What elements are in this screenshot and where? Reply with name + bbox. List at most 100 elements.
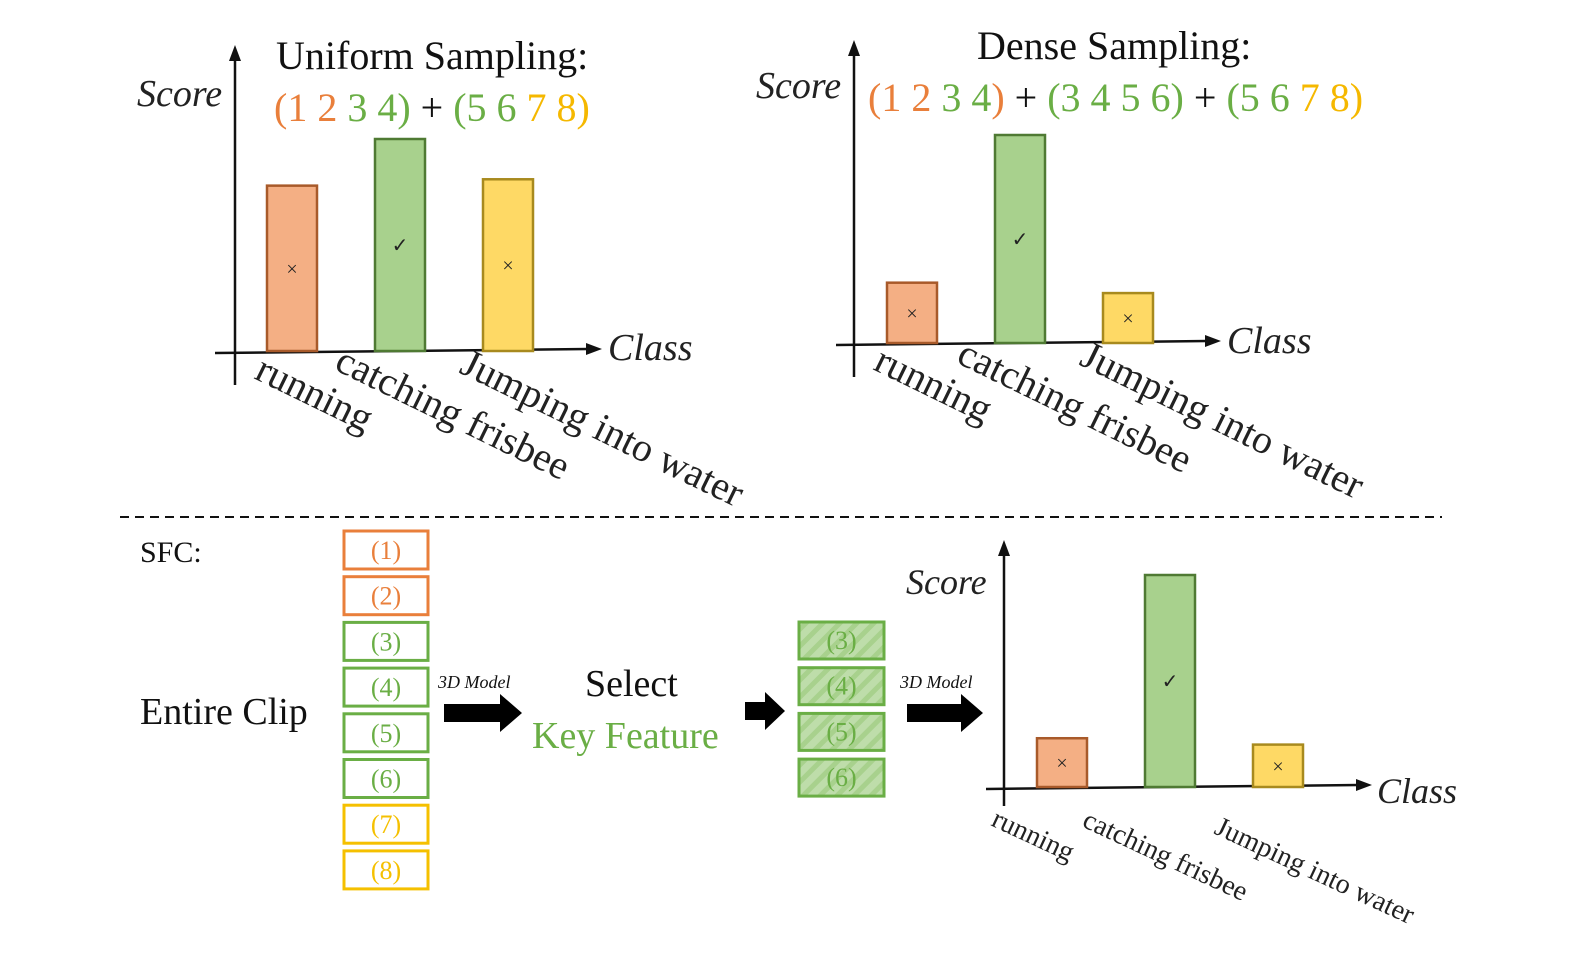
clip-box-label: (2): [371, 582, 401, 611]
check-mark: ✓: [392, 235, 409, 257]
plus-sign: +: [410, 85, 454, 130]
clip-box: [342, 620, 430, 662]
model-label-2: 3D Model: [900, 672, 973, 692]
clip-index: 4: [961, 75, 992, 120]
clip-box: [342, 712, 430, 754]
x-axis-label: Class: [608, 327, 692, 369]
plus-sign: +: [1004, 75, 1048, 120]
uniform-sequence: (1 2 3 4) + (5 6 7 8): [274, 84, 590, 131]
sfc-label: SFC:: [140, 536, 202, 569]
clip-index: 2: [901, 75, 932, 120]
clip-index: 8: [1319, 75, 1350, 120]
clip-box-label: (6): [371, 765, 401, 794]
arrow-to-select: [444, 694, 522, 732]
clip-index: 6: [486, 85, 517, 130]
clip-index: 6: [1259, 75, 1290, 120]
y-axis-arrow: [848, 40, 860, 56]
selected-feature-box: [797, 666, 886, 707]
clip-index: 3: [931, 75, 962, 120]
dense-sequence: (1 2 3 4) + (3 4 5 6) + (5 6 7 8): [868, 74, 1363, 121]
open-paren: (: [1047, 75, 1061, 120]
x-axis-arrow: [1356, 779, 1372, 791]
y-axis-arrow: [998, 540, 1010, 556]
clip-box: [342, 849, 430, 891]
close-paren: ): [991, 75, 1005, 120]
selected-feature-label: (6): [826, 763, 856, 792]
bar-catching-frisbee: [993, 133, 1047, 345]
clip-box-label: (1): [371, 536, 401, 565]
y-axis-label: Score: [906, 562, 987, 602]
clip-index: 7: [516, 85, 547, 130]
clip-box-label: (3): [371, 627, 401, 656]
clip-index: 5: [1239, 75, 1260, 120]
clip-box: [342, 529, 430, 571]
bar-jumping-into-water: [1251, 743, 1305, 789]
bar-running: [265, 184, 319, 353]
bar-jumping-into-water: [481, 178, 535, 353]
clip-box-label: (8): [371, 856, 401, 885]
close-paren: ): [1170, 75, 1184, 120]
arrow-to-features: [745, 692, 785, 730]
y-axis-label: Score: [137, 73, 222, 115]
clip-index: 5: [466, 85, 487, 130]
selected-feature-box: [797, 757, 886, 798]
clip-box: [342, 803, 430, 845]
x-axis-arrow: [1205, 335, 1221, 347]
cross-mark: ×: [1272, 756, 1283, 778]
category-label: Jumping into water: [1210, 811, 1420, 931]
cross-mark: ×: [286, 258, 297, 280]
x-axis-label: Class: [1377, 771, 1457, 811]
check-mark: ✓: [1012, 229, 1029, 251]
selected-feature-label: (5): [826, 717, 856, 746]
clip-index: 1: [881, 75, 902, 120]
cross-mark: ×: [906, 303, 917, 325]
close-paren: ): [1349, 75, 1364, 120]
clip-index: 1: [287, 85, 308, 130]
clip-index: 6: [1140, 75, 1171, 120]
selected-feature-box: [797, 711, 886, 752]
bar-catching-frisbee: [373, 137, 427, 353]
entire-clip-label: Entire Clip: [140, 691, 308, 733]
clip-index: 4: [1080, 75, 1111, 120]
selected-feature-label: (4): [826, 672, 856, 701]
clip-box: [342, 758, 430, 799]
clip-index: 8: [546, 85, 577, 130]
bar-running: [885, 281, 939, 345]
cross-mark: ×: [1056, 753, 1067, 775]
arrow-to-scores: [907, 694, 983, 732]
clip-index: 7: [1289, 75, 1320, 120]
selected-feature-box: [797, 620, 886, 661]
y-axis-arrow: [229, 45, 241, 61]
clip-index: 4: [367, 85, 398, 130]
cross-mark: ×: [502, 255, 513, 277]
clip-index: 5: [1110, 75, 1141, 120]
check-mark: ✓: [1162, 671, 1179, 693]
dense-title: Dense Sampling:: [977, 23, 1252, 68]
clip-box-label: (7): [371, 810, 401, 839]
cross-mark: ×: [1122, 308, 1133, 330]
open-paren: (: [274, 85, 288, 130]
clip-box-label: (5): [371, 719, 401, 748]
x-axis-arrow: [586, 343, 602, 355]
bar-jumping-into-water: [1101, 291, 1155, 345]
clip-index: 3: [1060, 75, 1081, 120]
y-axis-label: Score: [756, 65, 841, 107]
open-paren: (: [868, 75, 882, 120]
x-axis-label: Class: [1227, 320, 1311, 362]
model-label-1: 3D Model: [438, 672, 511, 692]
clip-box: [342, 666, 430, 708]
uniform-title: Uniform Sampling:: [276, 33, 589, 78]
key-feature-label: Key Feature: [532, 715, 719, 757]
close-paren: ): [576, 85, 590, 130]
select-label: Select: [585, 663, 678, 705]
bar-catching-frisbee: [1143, 573, 1197, 789]
category-label: running: [987, 803, 1079, 868]
bar-running: [1035, 736, 1089, 789]
open-paren: (: [1226, 75, 1240, 120]
plus-sign: +: [1183, 75, 1227, 120]
clip-box-label: (4): [371, 673, 401, 702]
open-paren: (: [453, 85, 467, 130]
clip-box: [342, 575, 430, 617]
